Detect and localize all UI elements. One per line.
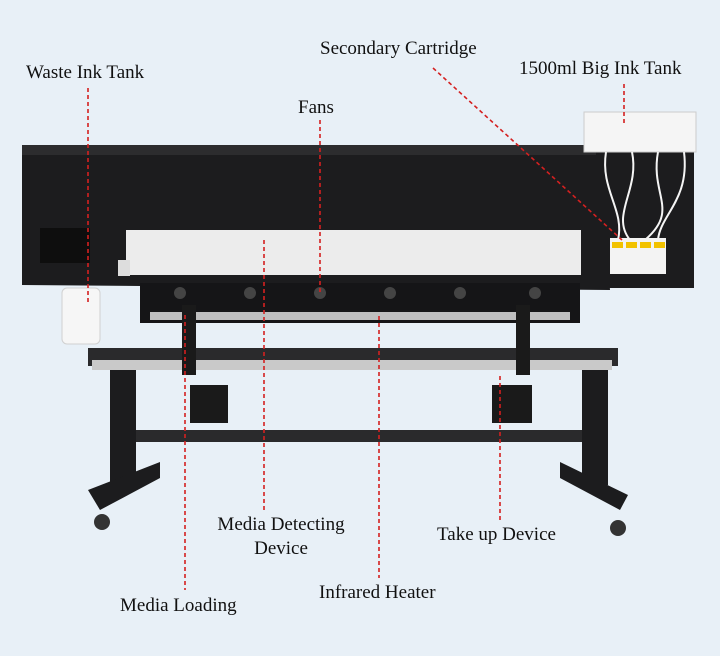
print-platen xyxy=(126,230,581,275)
printer-legs xyxy=(88,355,628,536)
takeup-motor xyxy=(492,385,532,423)
label-waste-ink-tank: Waste Ink Tank xyxy=(26,62,145,83)
big-ink-tank xyxy=(583,111,697,153)
label-media-detecting-line1: Media Detecting xyxy=(217,514,345,535)
label-media-loading: Media Loading xyxy=(120,595,237,616)
label-big-ink-tank: 1500ml Big Ink Tank xyxy=(519,58,682,79)
label-media-detecting-device: Media Detecting Device xyxy=(206,513,356,561)
loading-motor xyxy=(190,385,228,423)
printer-body xyxy=(22,145,610,323)
waste-ink-bottle xyxy=(61,287,101,345)
label-secondary-cartridge: Secondary Cartridge xyxy=(320,38,477,59)
heater-bar xyxy=(150,312,570,320)
leader-secondary-cartridge xyxy=(432,67,623,241)
label-infrared-heater: Infrared Heater xyxy=(319,582,436,603)
label-take-up-device: Take up Device xyxy=(437,524,556,545)
ink-unit xyxy=(583,111,697,288)
label-fans: Fans xyxy=(298,97,334,118)
vent-grille xyxy=(40,228,90,263)
leader-lines xyxy=(87,67,625,590)
label-media-detecting-line2: Device xyxy=(254,538,308,559)
